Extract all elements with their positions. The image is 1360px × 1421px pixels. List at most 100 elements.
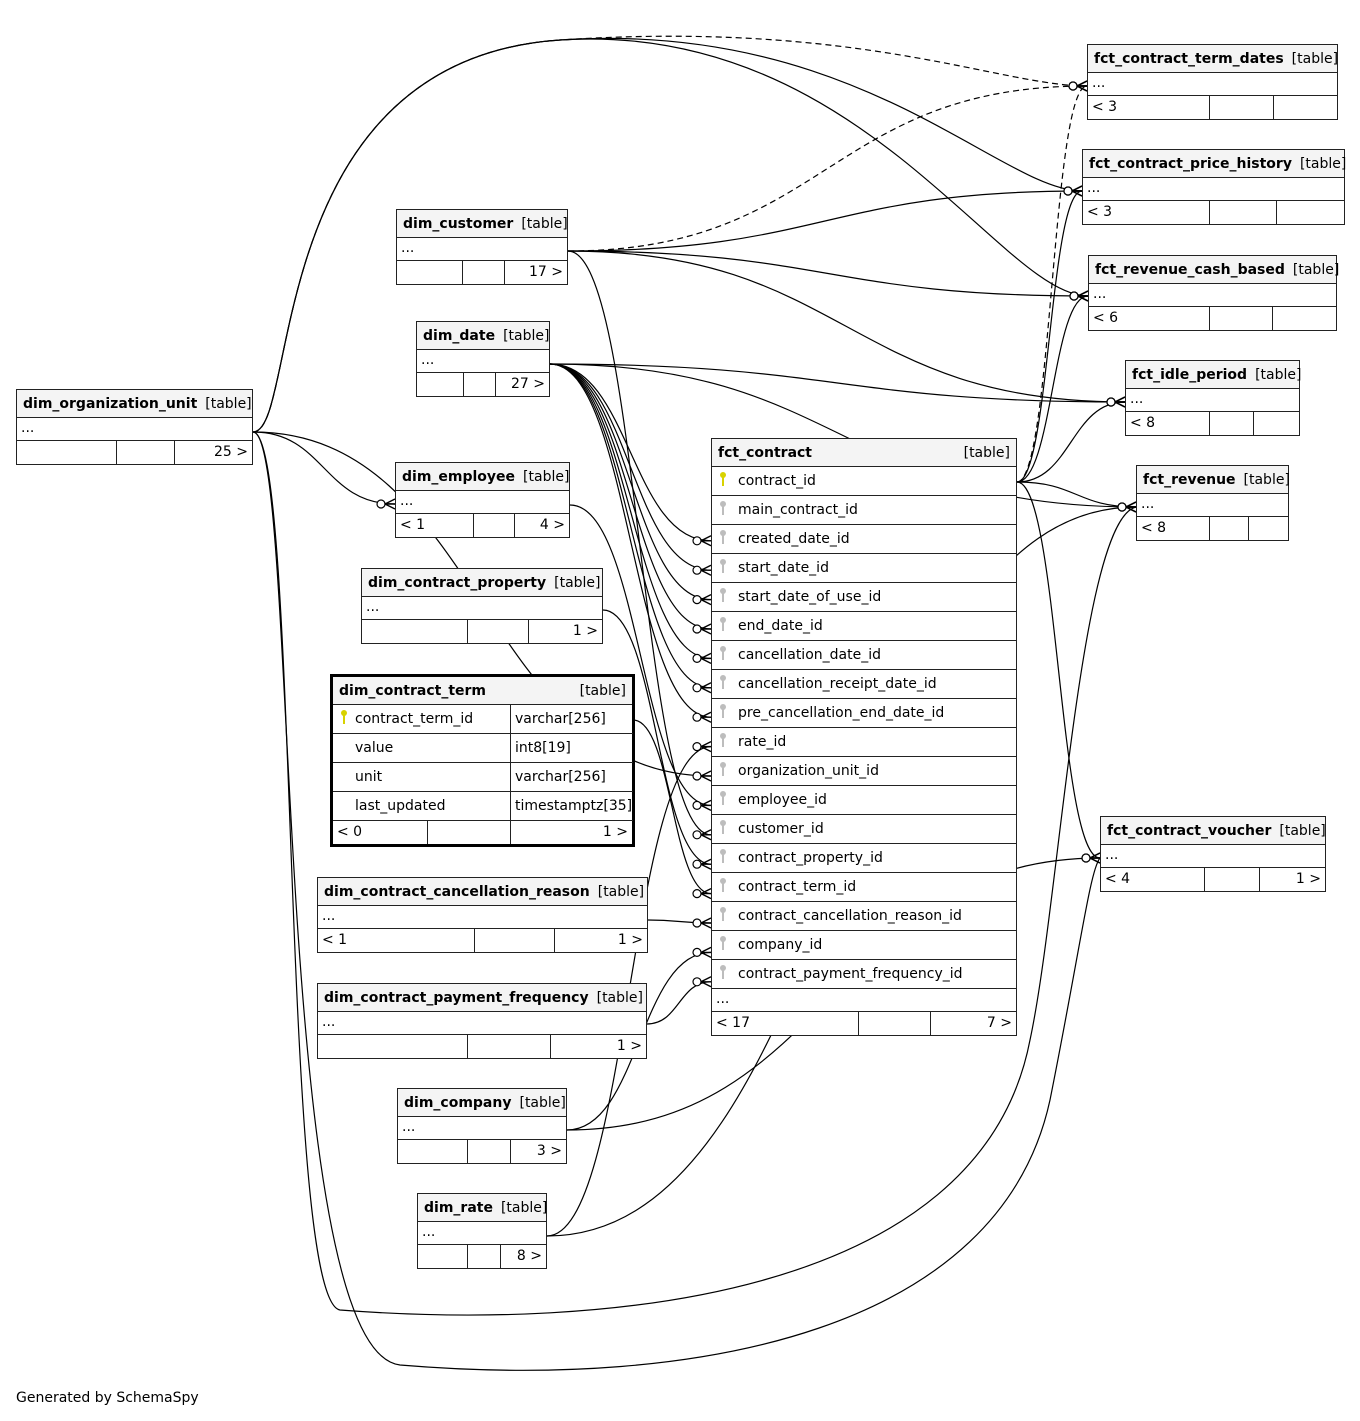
table-type: [table] [1255, 366, 1302, 383]
column-rate-id: rate_id [712, 728, 1016, 757]
optional-marker-icon [1068, 81, 1078, 91]
optional-marker-icon [692, 859, 702, 869]
column-contract-term-id: contract_term_id [333, 705, 511, 734]
relationship-dim-date-to-fct-contract-pre-cancellation-end-date-id [549, 363, 712, 718]
relationship-dim-date-to-fct-contract-cancellation-receipt-date-id [549, 363, 712, 689]
column-name: contract_payment_frequency_id [738, 966, 963, 982]
column-count [1210, 307, 1273, 330]
crows-foot-icon [700, 711, 712, 723]
table-dim-contract-cancellation-reason[interactable]: dim_contract_cancellation_reason[table] … [317, 877, 648, 953]
table-name: fct_contract_term_dates [1094, 50, 1284, 67]
relationship-dim-organization-unit-to-fct-revenue-cash-based [252, 38, 1089, 433]
crows-foot-icon [700, 623, 712, 635]
relationship-dim-date-to-fct-revenue [549, 363, 1137, 508]
table-type: [table] [503, 327, 550, 344]
column-name: rate_id [738, 734, 787, 750]
table-dim-company[interactable]: dim_company[table] ... 3 > [397, 1088, 567, 1164]
column-organization-unit-id: organization_unit_id [712, 757, 1016, 786]
relationship-dim-organization-unit-to-fct-revenue [252, 431, 1137, 1316]
column-contract-payment-frequency-id: contract_payment_frequency_id [712, 960, 1016, 989]
table-name: dim_organization_unit [23, 395, 198, 412]
crows-foot-icon [1077, 290, 1089, 302]
parent-count: < 6 [1089, 307, 1210, 330]
table-fct-contract-price-history[interactable]: fct_contract_price_history[table] ... < … [1082, 149, 1347, 225]
generated-by-label: Generated by SchemaSpy [16, 1390, 199, 1406]
table-name: dim_employee [402, 468, 516, 485]
table-fct-contract-term-dates[interactable]: fct_contract_term_dates[table] ... < 3 [1087, 44, 1338, 120]
column-name: unit [355, 769, 383, 785]
crows-foot-icon [700, 887, 712, 900]
table-dim-contract-term[interactable]: dim_contract_term[table] contract_term_i… [330, 674, 635, 847]
table-dim-contract-property[interactable]: dim_contract_property[table] ... 1 > [361, 568, 603, 644]
parent-count: < 17 [712, 1012, 859, 1035]
table-dim-rate[interactable]: dim_rate[table] ... 8 > [417, 1193, 547, 1269]
table-type: [table] [1299, 155, 1347, 172]
relationship-dim-customer-to-fct-idle-period [567, 250, 1126, 403]
relationship-dim-organization-unit-to-fct-contract-term-dates [252, 35, 1088, 433]
columns-ellipsis: ... [396, 491, 569, 514]
table-fct-idle-period[interactable]: fct_idle_period[table] ... < 8 [1125, 360, 1302, 436]
column-company-id: company_id [712, 931, 1016, 960]
column-pre-cancellation-end-date-id: pre_cancellation_end_date_id [712, 699, 1016, 728]
table-name: fct_contract [718, 444, 813, 461]
column-count [1210, 517, 1249, 540]
table-name: dim_customer [403, 215, 514, 232]
column-last-updated: last_updated [333, 792, 511, 821]
foreign-key-icon [720, 617, 726, 631]
crows-foot-icon [1114, 396, 1126, 408]
optional-marker-icon [692, 565, 702, 575]
crows-foot-icon [700, 535, 712, 547]
parent-count: < 1 [318, 929, 475, 952]
relationship-dim-customer-to-fct-contract-price-history [567, 190, 1083, 252]
column-created-date-id: created_date_id [712, 525, 1016, 554]
columns-ellipsis: ... [712, 989, 1016, 1012]
columns-ellipsis: ... [17, 418, 252, 441]
table-dim-organization-unit[interactable]: dim_organization_unit[table] ... 25 > [16, 389, 253, 465]
column-value: value [333, 734, 511, 763]
columns-ellipsis: ... [362, 597, 602, 620]
column-type: varchar[256] [511, 705, 633, 734]
foreign-key-icon [720, 559, 726, 573]
column-name: contract_cancellation_reason_id [738, 908, 962, 924]
child-count: 4 > [539, 517, 565, 533]
table-type: [table] [579, 682, 626, 699]
child-count [1254, 412, 1299, 435]
table-fct-revenue-cash-based[interactable]: fct_revenue_cash_based[table] ... < 6 [1088, 255, 1339, 331]
parent-count: < 0 [333, 821, 428, 844]
table-dim-customer[interactable]: dim_customer[table] ... 17 > [396, 209, 568, 285]
column-name: pre_cancellation_end_date_id [738, 705, 945, 721]
column-start-date-of-use-id: start_date_of_use_id [712, 583, 1016, 612]
parent-count [417, 373, 464, 396]
column-count [117, 441, 175, 464]
primary-key-icon [341, 710, 347, 724]
table-type: [table] [597, 883, 645, 900]
foreign-key-icon [720, 675, 726, 689]
column-name: company_id [738, 937, 823, 953]
table-type: [table] [1243, 471, 1290, 488]
table-dim-date[interactable]: dim_date[table] ... 27 > [416, 321, 550, 397]
columns-ellipsis: ... [318, 1012, 646, 1035]
column-count [474, 514, 515, 537]
column-name: start_date_id [738, 560, 829, 576]
relationship-dim-organization-unit-to-fct-contract-voucher [252, 431, 1101, 1371]
columns-ellipsis: ... [1137, 494, 1288, 517]
parent-count [17, 441, 117, 464]
column-contract-id: contract_id [712, 467, 1016, 496]
relationship-dim-date-to-fct-contract-end-date-id [549, 363, 712, 630]
column-contract-property-id: contract_property_id [712, 844, 1016, 873]
crows-foot-icon [700, 946, 712, 959]
column-main-contract-id: main_contract_id [712, 496, 1016, 525]
table-fct-revenue[interactable]: fct_revenue[table] ... < 8 [1136, 465, 1290, 541]
crows-foot-icon [700, 917, 712, 929]
column-type: varchar[256] [511, 763, 633, 792]
relationship-dim-customer-to-fct-contract-customer-id [567, 250, 712, 836]
table-name: fct_revenue_cash_based [1095, 261, 1285, 278]
table-dim-contract-payment-frequency[interactable]: dim_contract_payment_frequency[table] ..… [317, 983, 647, 1059]
column-name: employee_id [738, 792, 827, 808]
foreign-key-icon [720, 820, 726, 834]
foreign-key-icon [720, 646, 726, 660]
parent-count: < 8 [1137, 517, 1210, 540]
